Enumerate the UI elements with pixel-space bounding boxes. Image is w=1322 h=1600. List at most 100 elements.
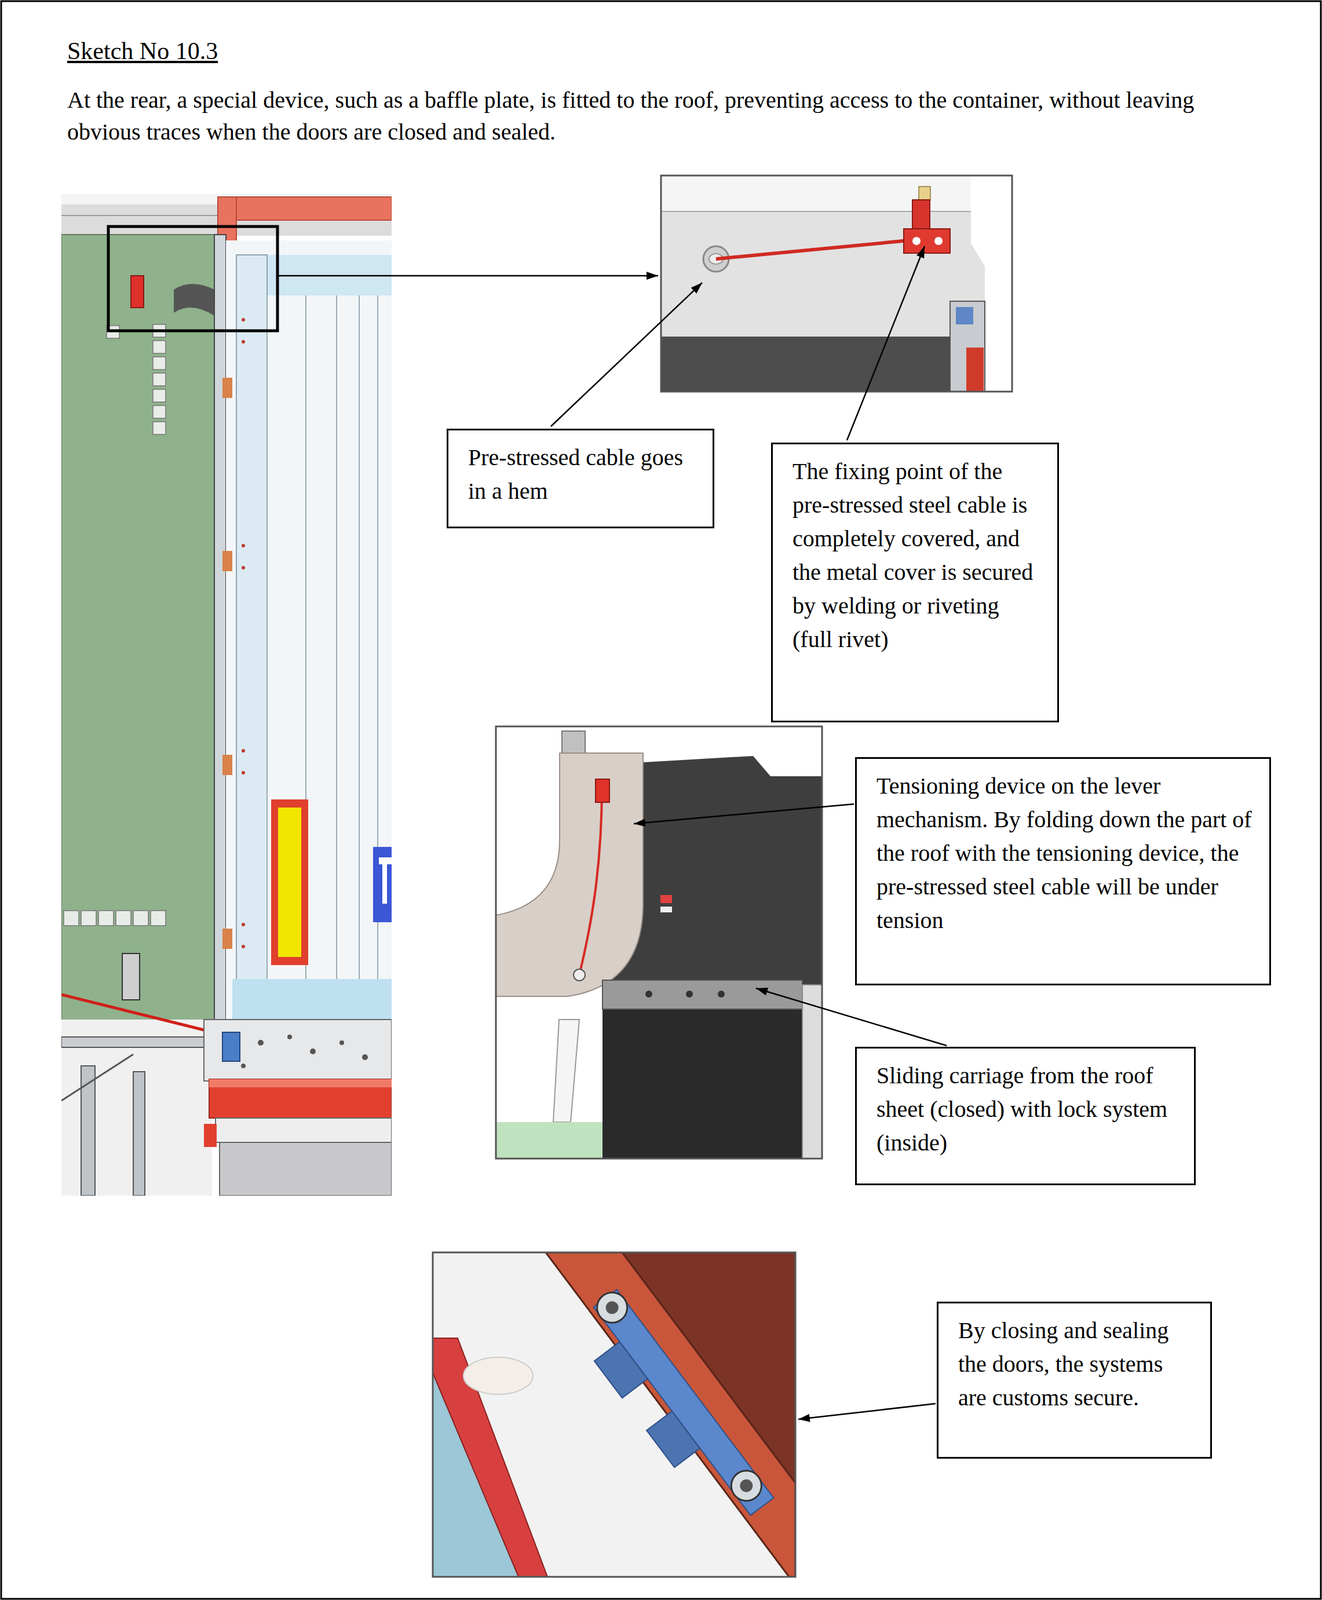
callout-box: By closing and sealing the doors, the sy… xyxy=(936,1301,1212,1459)
trailer-rear-view-part xyxy=(271,799,309,966)
fixing-point-inset-part xyxy=(716,239,922,259)
fixing-point-inset-part xyxy=(955,307,974,325)
trailer-rear-view-part xyxy=(222,196,392,221)
trailer-rear-view-part xyxy=(219,1142,392,1196)
callout-box: Tensioning device on the lever mechanism… xyxy=(855,757,1272,986)
trailer-rear-view-part-part xyxy=(241,771,246,775)
trailer-rear-view-part xyxy=(61,214,221,217)
fixing-point-inset-part xyxy=(950,301,985,392)
trailer-rear-view-part-part xyxy=(152,356,166,370)
trailer-rear-view-part-part xyxy=(152,389,166,403)
door-hinge-inset-part xyxy=(565,1286,774,1535)
fixing-point-inset xyxy=(661,175,1013,392)
trailer-rear-view-part-part xyxy=(152,405,166,419)
trailer-rear-view-part-part xyxy=(257,1039,264,1046)
description-text: At the rear, a special device, such as a… xyxy=(67,84,1203,148)
inset-frame xyxy=(495,726,823,1159)
trailer-rear-view-part-part xyxy=(152,340,166,354)
trailer-rear-view-part xyxy=(61,1054,134,1101)
trailer-rear-view-part-part xyxy=(362,1054,368,1061)
tensioning-device-inset-part xyxy=(660,895,673,904)
callout-text: By closing and sealing the doors, the sy… xyxy=(958,1313,1193,1415)
trailer-rear-view-part-part xyxy=(339,1040,345,1046)
trailer-rear-view-part-part xyxy=(81,910,97,926)
callout-text: Pre-stressed cable goes in a hem xyxy=(468,440,696,509)
leader-line-part xyxy=(277,275,659,277)
trailer-rear-view-part-part xyxy=(222,377,233,398)
trailer-rear-view-part xyxy=(61,1019,213,1196)
tensioning-device-inset-part xyxy=(573,969,586,981)
callout-text: Sliding carriage from the roof sheet (cl… xyxy=(876,1058,1177,1160)
tensioning-device-inset-part xyxy=(495,753,644,997)
trailer-rear-view-part xyxy=(61,194,392,1196)
trailer-rear-view-part-part xyxy=(98,910,114,926)
tensioning-device-inset-part xyxy=(645,990,653,998)
trailer-rear-view-part xyxy=(81,1065,96,1196)
door-hinge-inset-part-part xyxy=(737,1476,756,1495)
trailer-rear-view-part-part xyxy=(222,550,233,572)
trailer-rear-view-part xyxy=(209,1079,392,1119)
trailer-rear-view-part-part xyxy=(240,1063,246,1069)
trailer-rear-view-part xyxy=(222,1032,240,1062)
trailer-rear-view-part xyxy=(222,377,233,949)
tensioning-device-inset-part xyxy=(802,984,823,1159)
fixing-point-inset-part xyxy=(912,199,930,232)
door-hinge-inset-part-part xyxy=(593,1289,774,1515)
trailer-rear-view-part-part xyxy=(309,1048,316,1055)
trailer-rear-view-part xyxy=(240,1034,368,1069)
fixing-point-inset-part xyxy=(966,347,984,392)
door-hinge-inset xyxy=(432,1252,796,1577)
fixing-point-inset-part xyxy=(661,175,1013,392)
trailer-rear-view-part xyxy=(278,807,302,958)
trailer-rear-view-part xyxy=(215,1118,392,1143)
fixing-point-inset-part xyxy=(918,186,931,201)
door-hinge-inset-part-part xyxy=(725,1464,768,1507)
fixing-point-inset-part xyxy=(903,228,951,254)
leader-line-part xyxy=(633,804,854,824)
tensioning-device-inset-part xyxy=(602,980,803,1010)
inset-frame xyxy=(661,175,1013,392)
trailer-rear-view-part xyxy=(241,318,246,949)
trailer-rear-view-part-part xyxy=(266,295,268,985)
trailer-rear-view-part-part xyxy=(241,543,246,548)
trailer-rear-view-part-part xyxy=(115,910,131,926)
tensioning-device-inset-part xyxy=(660,906,673,913)
trailer-rear-view-part-part xyxy=(63,910,79,926)
tensioning-device-inset-part xyxy=(579,785,602,975)
fixing-point-inset-part xyxy=(934,236,943,246)
trailer-rear-view-part xyxy=(122,953,140,1000)
door-hinge-inset-part xyxy=(432,1338,548,1577)
callout-box: The fixing point of the pre-stressed ste… xyxy=(771,442,1059,723)
leader-line-part xyxy=(550,282,703,427)
tensioning-device-inset-part xyxy=(553,1019,580,1123)
trailer-rear-view-part xyxy=(133,1071,145,1196)
leader-line xyxy=(277,246,947,1420)
fixing-point-inset-part xyxy=(661,175,1013,212)
trailer-rear-view-part xyxy=(225,240,392,1023)
fixing-point-inset-part xyxy=(661,210,1013,213)
trailer-rear-view-part-part xyxy=(152,421,166,435)
trailer-rear-view-part-part xyxy=(358,295,360,985)
trailer-rear-view-part xyxy=(209,1079,392,1088)
tensioning-device-inset-part xyxy=(495,1122,603,1159)
trailer-rear-view-part-part xyxy=(222,928,233,949)
trailer-rear-view-part-part xyxy=(241,922,246,927)
trailer-rear-view xyxy=(61,194,392,1196)
trailer-rear-view-part xyxy=(232,979,392,1020)
trailer-rear-view-part xyxy=(378,857,392,904)
trailer-rear-view-part xyxy=(130,275,144,308)
door-hinge-inset-part xyxy=(463,1357,533,1395)
door-hinge-inset-part-part xyxy=(590,1286,634,1329)
tensioning-device-inset-part xyxy=(602,996,803,1159)
sketch-title: Sketch No 10.3 xyxy=(67,35,218,67)
trailer-rear-view-part-part xyxy=(222,754,233,776)
fixing-point-inset-part xyxy=(912,236,921,246)
trailer-rear-view-part xyxy=(108,226,278,331)
trailer-rear-view-part-part xyxy=(241,565,246,570)
trailer-rear-view-part-part xyxy=(150,910,166,926)
trailer-rear-view-part xyxy=(203,1123,217,1148)
trailer-rear-view-part xyxy=(61,1036,213,1048)
tensioning-device-inset-part xyxy=(595,779,610,803)
trailer-rear-view-part xyxy=(203,1019,392,1082)
